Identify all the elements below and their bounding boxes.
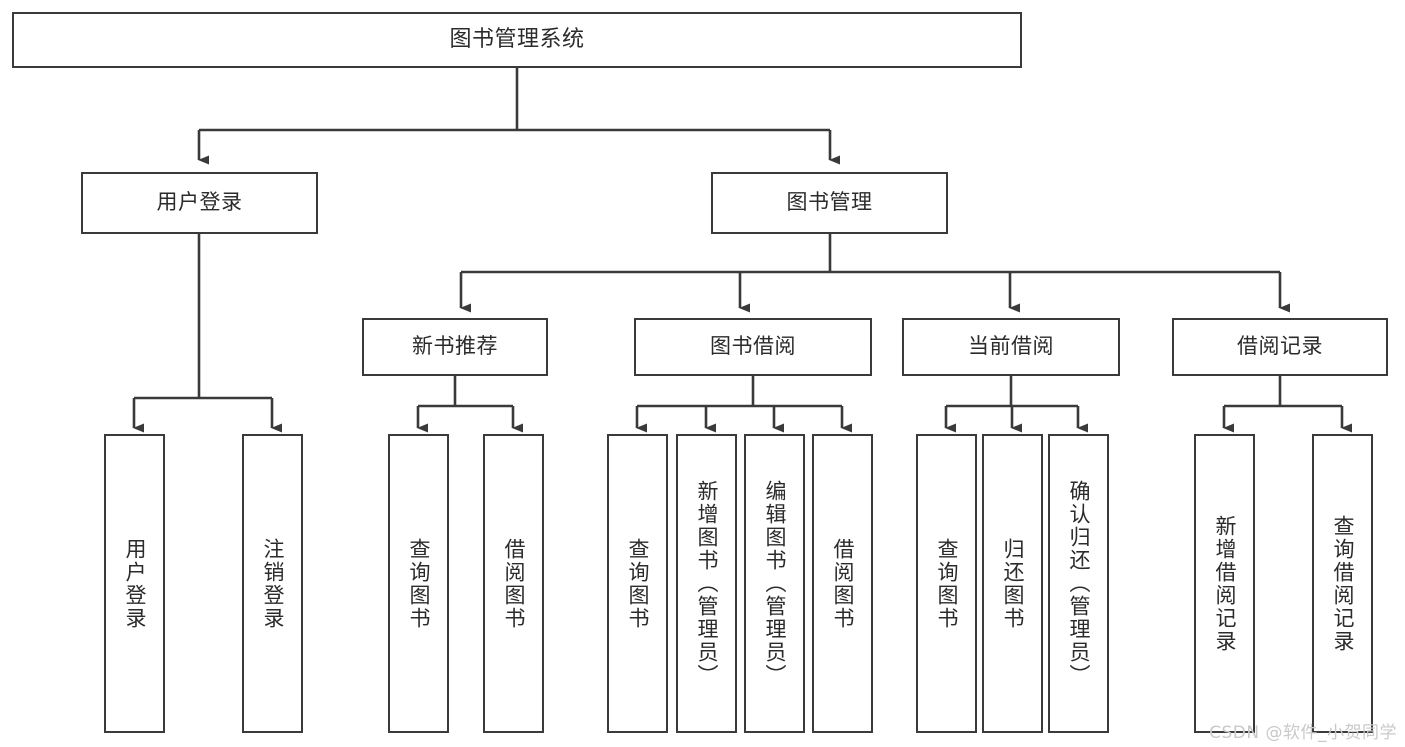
node-label: 借阅图书 bbox=[831, 537, 855, 630]
node-label: 注销登录 bbox=[261, 537, 285, 630]
node-label: 借阅记录 bbox=[1237, 334, 1323, 359]
leaf-borrow-book[interactable]: 借阅图书 bbox=[812, 434, 873, 733]
leaf-confirm-return-admin[interactable]: 确认归还（管理员） bbox=[1048, 434, 1109, 733]
node-label: 归还图书 bbox=[1001, 537, 1025, 630]
watermark-text: CSDN @软件_小贺同学 bbox=[1209, 723, 1397, 743]
node-label: 查询借阅记录 bbox=[1331, 514, 1355, 653]
node-label: 图书管理系统 bbox=[449, 26, 585, 52]
node-label: 确认归还（管理员） bbox=[1067, 480, 1091, 687]
node-book-borrow[interactable]: 图书借阅 bbox=[634, 318, 872, 376]
node-label: 新增借阅记录 bbox=[1213, 514, 1237, 653]
node-label: 当前借阅 bbox=[968, 334, 1054, 359]
node-new-book-recommend[interactable]: 新书推荐 bbox=[362, 318, 548, 376]
leaf-logout-login[interactable]: 注销登录 bbox=[242, 434, 303, 733]
node-label: 借阅图书 bbox=[502, 537, 526, 630]
node-label: 图书借阅 bbox=[710, 334, 796, 359]
node-current-borrow[interactable]: 当前借阅 bbox=[902, 318, 1120, 376]
node-label: 用户登录 bbox=[156, 190, 243, 215]
node-label: 用户登录 bbox=[123, 537, 147, 630]
leaf-add-borrow-record[interactable]: 新增借阅记录 bbox=[1194, 434, 1255, 733]
leaf-query-book-recommend[interactable]: 查询图书 bbox=[388, 434, 449, 733]
leaf-user-login[interactable]: 用户登录 bbox=[104, 434, 165, 733]
node-borrow-record[interactable]: 借阅记录 bbox=[1172, 318, 1388, 376]
leaf-return-book[interactable]: 归还图书 bbox=[982, 434, 1043, 733]
leaf-add-book-admin[interactable]: 新增图书（管理员） bbox=[676, 434, 737, 733]
node-label: 查询图书 bbox=[407, 537, 431, 630]
leaf-query-book-borrow[interactable]: 查询图书 bbox=[607, 434, 668, 733]
leaf-query-borrow-record[interactable]: 查询借阅记录 bbox=[1312, 434, 1373, 733]
leaf-query-book-current[interactable]: 查询图书 bbox=[916, 434, 977, 733]
node-book-management[interactable]: 图书管理 bbox=[711, 172, 948, 234]
node-label: 新增图书（管理员） bbox=[695, 480, 719, 687]
node-label: 新书推荐 bbox=[412, 334, 498, 359]
node-label: 查询图书 bbox=[935, 537, 959, 630]
node-label: 编辑图书（管理员） bbox=[763, 480, 787, 687]
leaf-borrow-book-recommend[interactable]: 借阅图书 bbox=[483, 434, 544, 733]
node-label: 查询图书 bbox=[626, 537, 650, 630]
node-user-login[interactable]: 用户登录 bbox=[81, 172, 318, 234]
leaf-edit-book-admin[interactable]: 编辑图书（管理员） bbox=[744, 434, 805, 733]
node-book-management-system[interactable]: 图书管理系统 bbox=[12, 12, 1022, 68]
node-label: 图书管理 bbox=[786, 190, 873, 215]
